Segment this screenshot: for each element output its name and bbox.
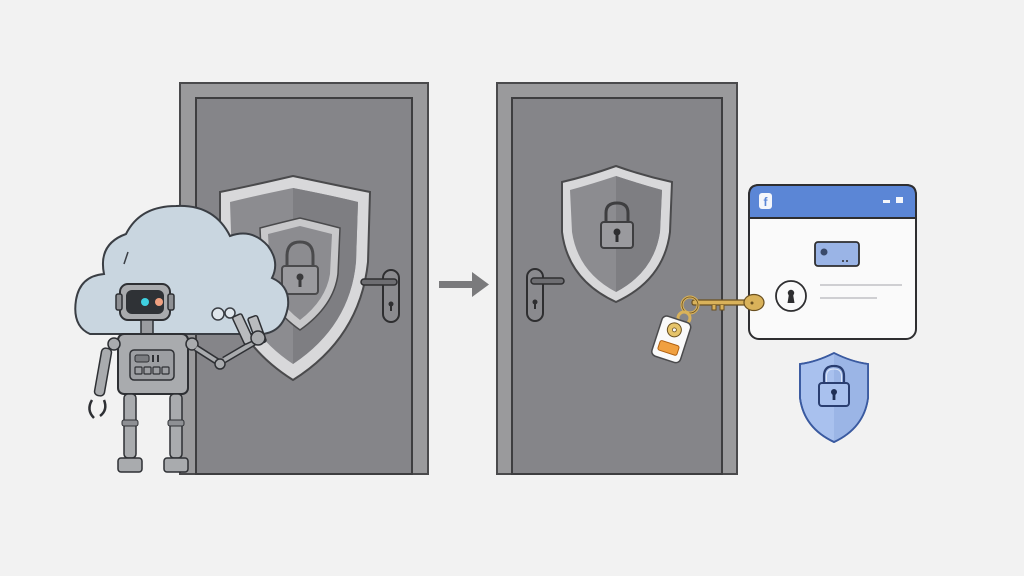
keyhole-icon — [775, 280, 807, 312]
svg-text:f: f — [764, 195, 769, 209]
right-door — [496, 82, 738, 475]
minimize-icon — [883, 200, 890, 203]
gold-key-icon — [676, 293, 765, 326]
right-door-padlock-icon — [600, 201, 634, 249]
security-badge-shield-icon — [799, 351, 869, 443]
left-door-handle-icon — [360, 269, 400, 323]
robot-tool-icon — [232, 313, 267, 346]
transition-arrow-icon — [439, 272, 489, 297]
card-icon — [814, 241, 860, 267]
login-window: f — [748, 184, 917, 340]
text-line — [820, 297, 877, 299]
security-badge-padlock-icon — [818, 364, 850, 407]
key-tag-icon — [651, 315, 692, 364]
left-door-padlock-icon — [281, 240, 319, 295]
text-line — [820, 284, 902, 286]
right-door-shield-icon — [561, 164, 674, 304]
window-app-icon: f — [759, 193, 772, 209]
cloud-robot — [74, 204, 290, 473]
maximize-icon — [896, 197, 903, 203]
right-door-handle-icon — [526, 268, 565, 322]
